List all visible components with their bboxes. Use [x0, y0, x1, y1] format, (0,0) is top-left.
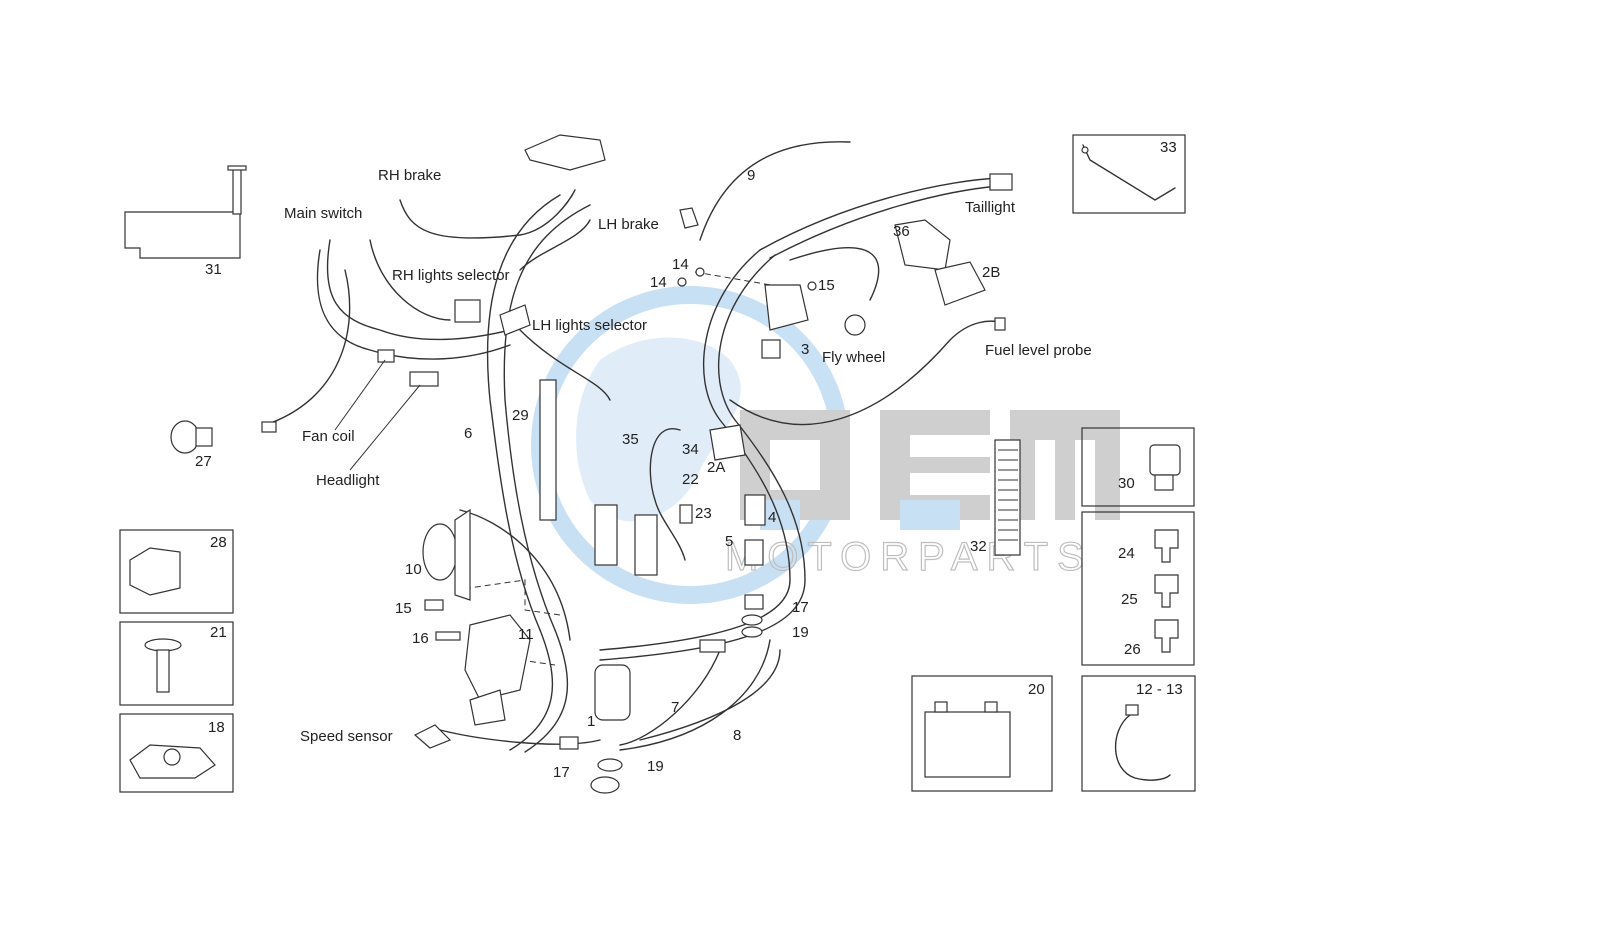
- label-lh-lights-selector: LH lights selector: [532, 317, 647, 334]
- part-box-20: [911, 675, 1053, 792]
- part-box-21: [119, 621, 234, 706]
- parts: [261, 134, 1021, 794]
- num-2a: 2A: [707, 459, 725, 476]
- text-labels: RH brake Main switch LH brake RH lights …: [284, 167, 1092, 745]
- part-27: [170, 420, 213, 454]
- num-28: 28: [210, 534, 227, 551]
- watermark-globe-land: [576, 337, 741, 522]
- leader-lines: [334, 359, 421, 471]
- num-5: 5: [725, 533, 733, 550]
- num-10: 10: [405, 561, 422, 578]
- label-lh-brake: LH brake: [598, 216, 659, 233]
- num-17b: 17: [553, 764, 570, 781]
- part-box-12-13: [1081, 675, 1196, 792]
- num-27: 27: [195, 453, 212, 470]
- label-rh-brake: RH brake: [378, 167, 441, 184]
- num-15b: 15: [395, 600, 412, 617]
- num-3: 3: [801, 341, 809, 358]
- num-14a: 14: [672, 256, 689, 273]
- num-32: 32: [970, 538, 987, 555]
- num-7: 7: [671, 699, 679, 716]
- num-19b: 19: [647, 758, 664, 775]
- part-box-fuses: [1081, 511, 1195, 666]
- num-11: 11: [518, 626, 534, 643]
- num-8: 8: [733, 727, 741, 744]
- num-29: 29: [512, 407, 529, 424]
- num-20: 20: [1028, 681, 1045, 698]
- num-23: 23: [695, 505, 712, 522]
- part-box-28: [119, 529, 234, 614]
- num-16: 16: [412, 630, 429, 647]
- part-31: [124, 165, 247, 259]
- num-19a: 19: [792, 624, 809, 641]
- num-26: 26: [1124, 641, 1141, 658]
- num-33: 33: [1160, 139, 1177, 156]
- part-box-18: [119, 713, 234, 793]
- num-17a: 17: [792, 599, 809, 616]
- num-6: 6: [464, 425, 472, 442]
- num-1: 1: [587, 713, 595, 730]
- num-21: 21: [210, 624, 227, 641]
- part-box-30: [1081, 427, 1195, 507]
- num-15a: 15: [818, 277, 835, 294]
- num-31: 31: [205, 261, 222, 278]
- num-12-13: 12 - 13: [1136, 681, 1183, 698]
- label-rh-lights-selector: RH lights selector: [392, 267, 510, 284]
- main-harness: [264, 141, 1001, 753]
- label-headlight: Headlight: [316, 472, 380, 489]
- watermark-m: [1010, 410, 1120, 520]
- num-22: 22: [682, 471, 699, 488]
- label-taillight: Taillight: [965, 199, 1016, 216]
- part-numbers: 31 33 9 36 2B 14 14 15 3 27 6 29 35 34 2…: [195, 139, 1183, 781]
- num-4: 4: [768, 509, 776, 526]
- label-fly-wheel: Fly wheel: [822, 349, 885, 366]
- num-24: 24: [1118, 545, 1135, 562]
- num-30: 30: [1118, 475, 1135, 492]
- watermark: MOTORPARTS: [531, 286, 1120, 604]
- num-14b: 14: [650, 274, 667, 291]
- num-9: 9: [747, 167, 755, 184]
- label-speed-sensor: Speed sensor: [300, 728, 393, 745]
- label-main-switch: Main switch: [284, 205, 362, 222]
- label-fan-coil: Fan coil: [302, 428, 355, 445]
- watermark-tagline: MOTORPARTS: [725, 535, 1093, 579]
- num-2b: 2B: [982, 264, 1000, 281]
- part-box-33: [1072, 134, 1186, 214]
- num-34: 34: [682, 441, 699, 458]
- num-18: 18: [208, 719, 225, 736]
- label-fuel-level-probe: Fuel level probe: [985, 342, 1092, 359]
- num-25: 25: [1121, 591, 1138, 608]
- num-36: 36: [893, 223, 910, 240]
- num-35: 35: [622, 431, 639, 448]
